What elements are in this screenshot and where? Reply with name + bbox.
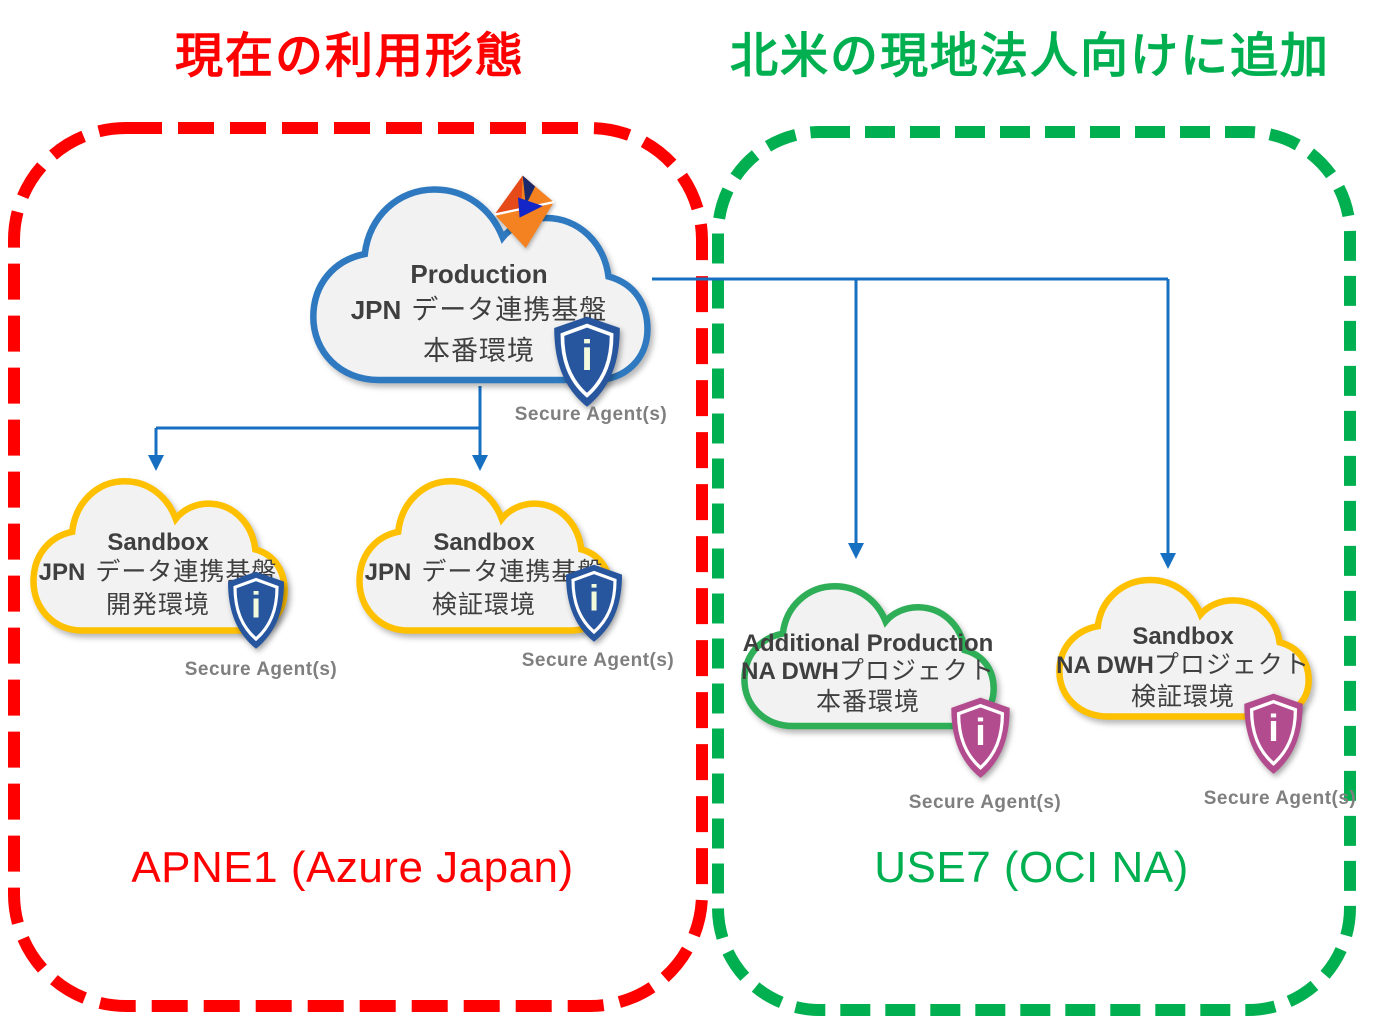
cloud-shape-sandbox-na xyxy=(1048,566,1318,738)
info-icon: i xyxy=(581,332,593,380)
cloud-shape-additional-production xyxy=(733,572,1003,748)
cloud-sandbox-verify-name: Sandbox xyxy=(433,529,535,556)
cloud-shape-sandbox-dev xyxy=(22,466,294,654)
cloud-sandbox-verify-env: 検証環境 xyxy=(431,592,536,619)
cloud-additional-production-name: Additional Production xyxy=(742,630,994,657)
connector-production-to-na xyxy=(652,277,1170,553)
region-label-use7: USE7 (OCI NA) xyxy=(874,843,1189,892)
cloud-production-line2-jp: データ連携基盤 xyxy=(411,295,608,325)
secure-agent-shield-production: i xyxy=(554,316,620,407)
secure-agent-shield-sandbox-dev: i xyxy=(228,571,284,649)
cloud-production-name: Production xyxy=(410,259,548,289)
agent-label-sandbox-verify: Secure Agent(s) xyxy=(521,650,675,671)
informatica-logo-icon xyxy=(494,175,555,248)
secure-agent-shield-additional-production: i xyxy=(951,697,1010,778)
info-icon: i xyxy=(251,584,261,625)
cloud-production-env: 本番環境 xyxy=(423,336,535,366)
cloud-sandbox-dev-name: Sandbox xyxy=(107,529,209,556)
agent-label-additional-production: Secure Agent(s) xyxy=(908,792,1062,813)
info-icon: i xyxy=(1268,708,1279,750)
cloud-sandbox-dev-env: 開発環境 xyxy=(105,592,210,619)
title-na-addition: 北米の現地法人向けに追加 xyxy=(729,30,1330,83)
info-icon: i xyxy=(975,712,986,754)
agent-label-production: Secure Agent(s) xyxy=(514,404,668,425)
secure-agent-shield-sandbox-na: i xyxy=(1244,693,1303,774)
cloud-additional-production-env: 本番環境 xyxy=(815,689,920,716)
cloud-sandbox-na-env: 検証環境 xyxy=(1130,684,1235,711)
cloud-additional-production: Additional Production NA DWHプロジェクト 本番環境 xyxy=(733,572,1003,748)
cloud-additional-production-line2-en: NA DWH xyxy=(741,658,839,685)
agent-label-sandbox-dev: Secure Agent(s) xyxy=(184,659,338,680)
cloud-additional-production-line2-jp: プロジェクト xyxy=(838,658,995,685)
cloud-production-line2-en: JPN xyxy=(350,295,402,325)
info-icon: i xyxy=(589,577,599,618)
cloud-sandbox-verify-line2-en: JPN xyxy=(364,559,412,586)
title-current-usage: 現在の利用形態 xyxy=(174,30,525,83)
secure-agent-shield-sandbox-verify: i xyxy=(566,564,622,642)
region-label-apne1: APNE1 (Azure Japan) xyxy=(131,843,574,892)
cloud-sandbox-na-line2-jp: プロジェクト xyxy=(1153,652,1310,679)
agent-label-sandbox-na: Secure Agent(s) xyxy=(1203,788,1357,809)
arrowhead-additional-production xyxy=(848,543,864,559)
cloud-sandbox-na-line2-en: NA DWH xyxy=(1056,652,1154,679)
cloud-sandbox-na: Sandbox NA DWHプロジェクト 検証環境 xyxy=(1048,566,1318,738)
cloud-sandbox-na-name: Sandbox xyxy=(1132,623,1234,650)
cloud-sandbox-dev-line2-en: JPN xyxy=(38,559,86,586)
